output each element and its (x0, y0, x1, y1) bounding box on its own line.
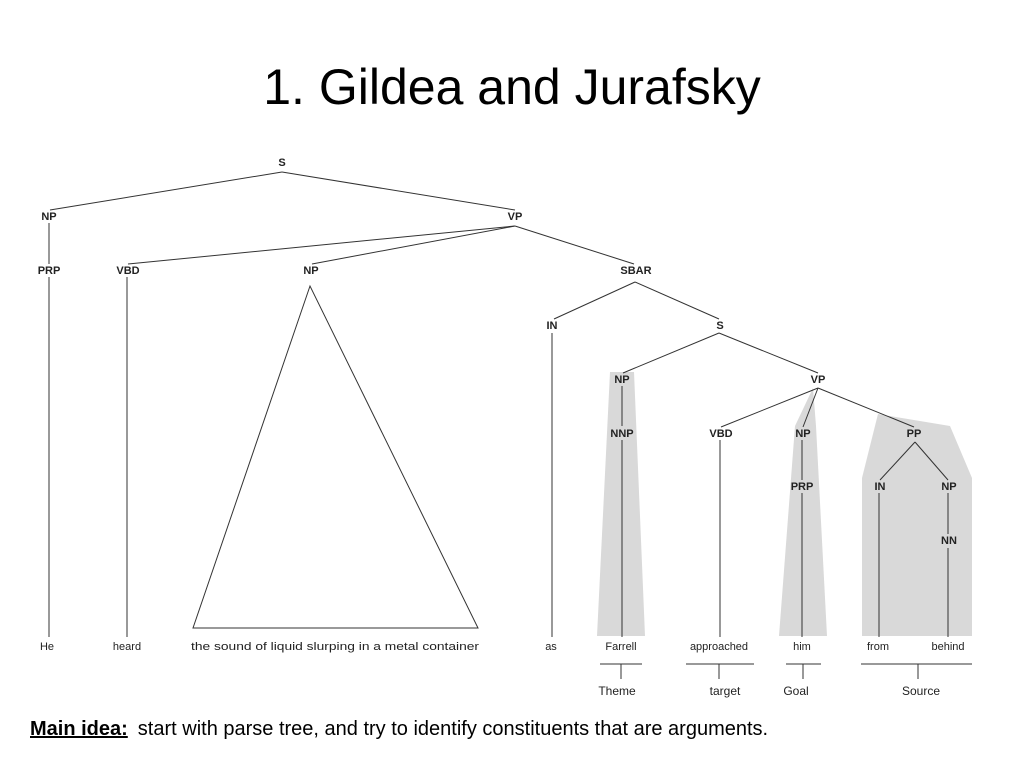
role-source: Source (902, 684, 940, 698)
node-in-as: IN (547, 320, 558, 332)
word-him: him (793, 641, 811, 653)
slide-title: 1. Gildea and Jurafsky (263, 59, 761, 115)
node-vp-main: VP (508, 211, 523, 223)
node-vbd-heard: VBD (116, 265, 139, 277)
word-behind: behind (931, 641, 964, 653)
node-np-behind: NP (941, 481, 956, 493)
node-np-subject: NP (41, 211, 56, 223)
role-brackets (600, 663, 972, 679)
role-goal: Goal (783, 684, 808, 698)
tree-edges (48, 171, 949, 637)
word-heard: heard (113, 641, 141, 653)
node-vp-inner: VP (811, 374, 826, 386)
word-he: He (40, 641, 54, 653)
word-as: as (545, 641, 557, 653)
main-idea-caption: Main idea: start with parse tree, and try… (30, 718, 768, 741)
node-np-him: NP (795, 428, 810, 440)
highlight-theme (597, 372, 645, 636)
node-sbar: SBAR (620, 265, 651, 277)
role-target: target (710, 684, 741, 698)
node-pp: PP (907, 428, 922, 440)
node-s-inner: S (716, 320, 723, 332)
node-prp-he: PRP (38, 265, 61, 277)
word-approached: approached (690, 641, 748, 653)
argument-highlights (597, 372, 972, 636)
node-in-from: IN (875, 481, 886, 493)
node-nn: NN (941, 535, 957, 547)
node-np-farrell: NP (614, 374, 629, 386)
node-s: S (278, 157, 285, 169)
caption-lead: Main idea: (30, 718, 128, 740)
node-vbd-approached: VBD (709, 428, 732, 440)
role-theme: Theme (598, 684, 636, 698)
word-farrell: Farrell (605, 641, 636, 653)
node-nnp: NNP (610, 428, 633, 440)
highlight-goal (779, 388, 827, 636)
caption-text: start with parse tree, and try to identi… (137, 718, 769, 740)
parse-tree-diagram: S NP VP PRP VBD NP SBAR IN S NP VP NNP V… (38, 157, 972, 698)
word-from: from (867, 641, 889, 653)
word-phrase: the sound of liquid slurping in a metal … (191, 641, 479, 653)
node-prp-him: PRP (791, 481, 814, 493)
node-np-object: NP (303, 265, 318, 277)
